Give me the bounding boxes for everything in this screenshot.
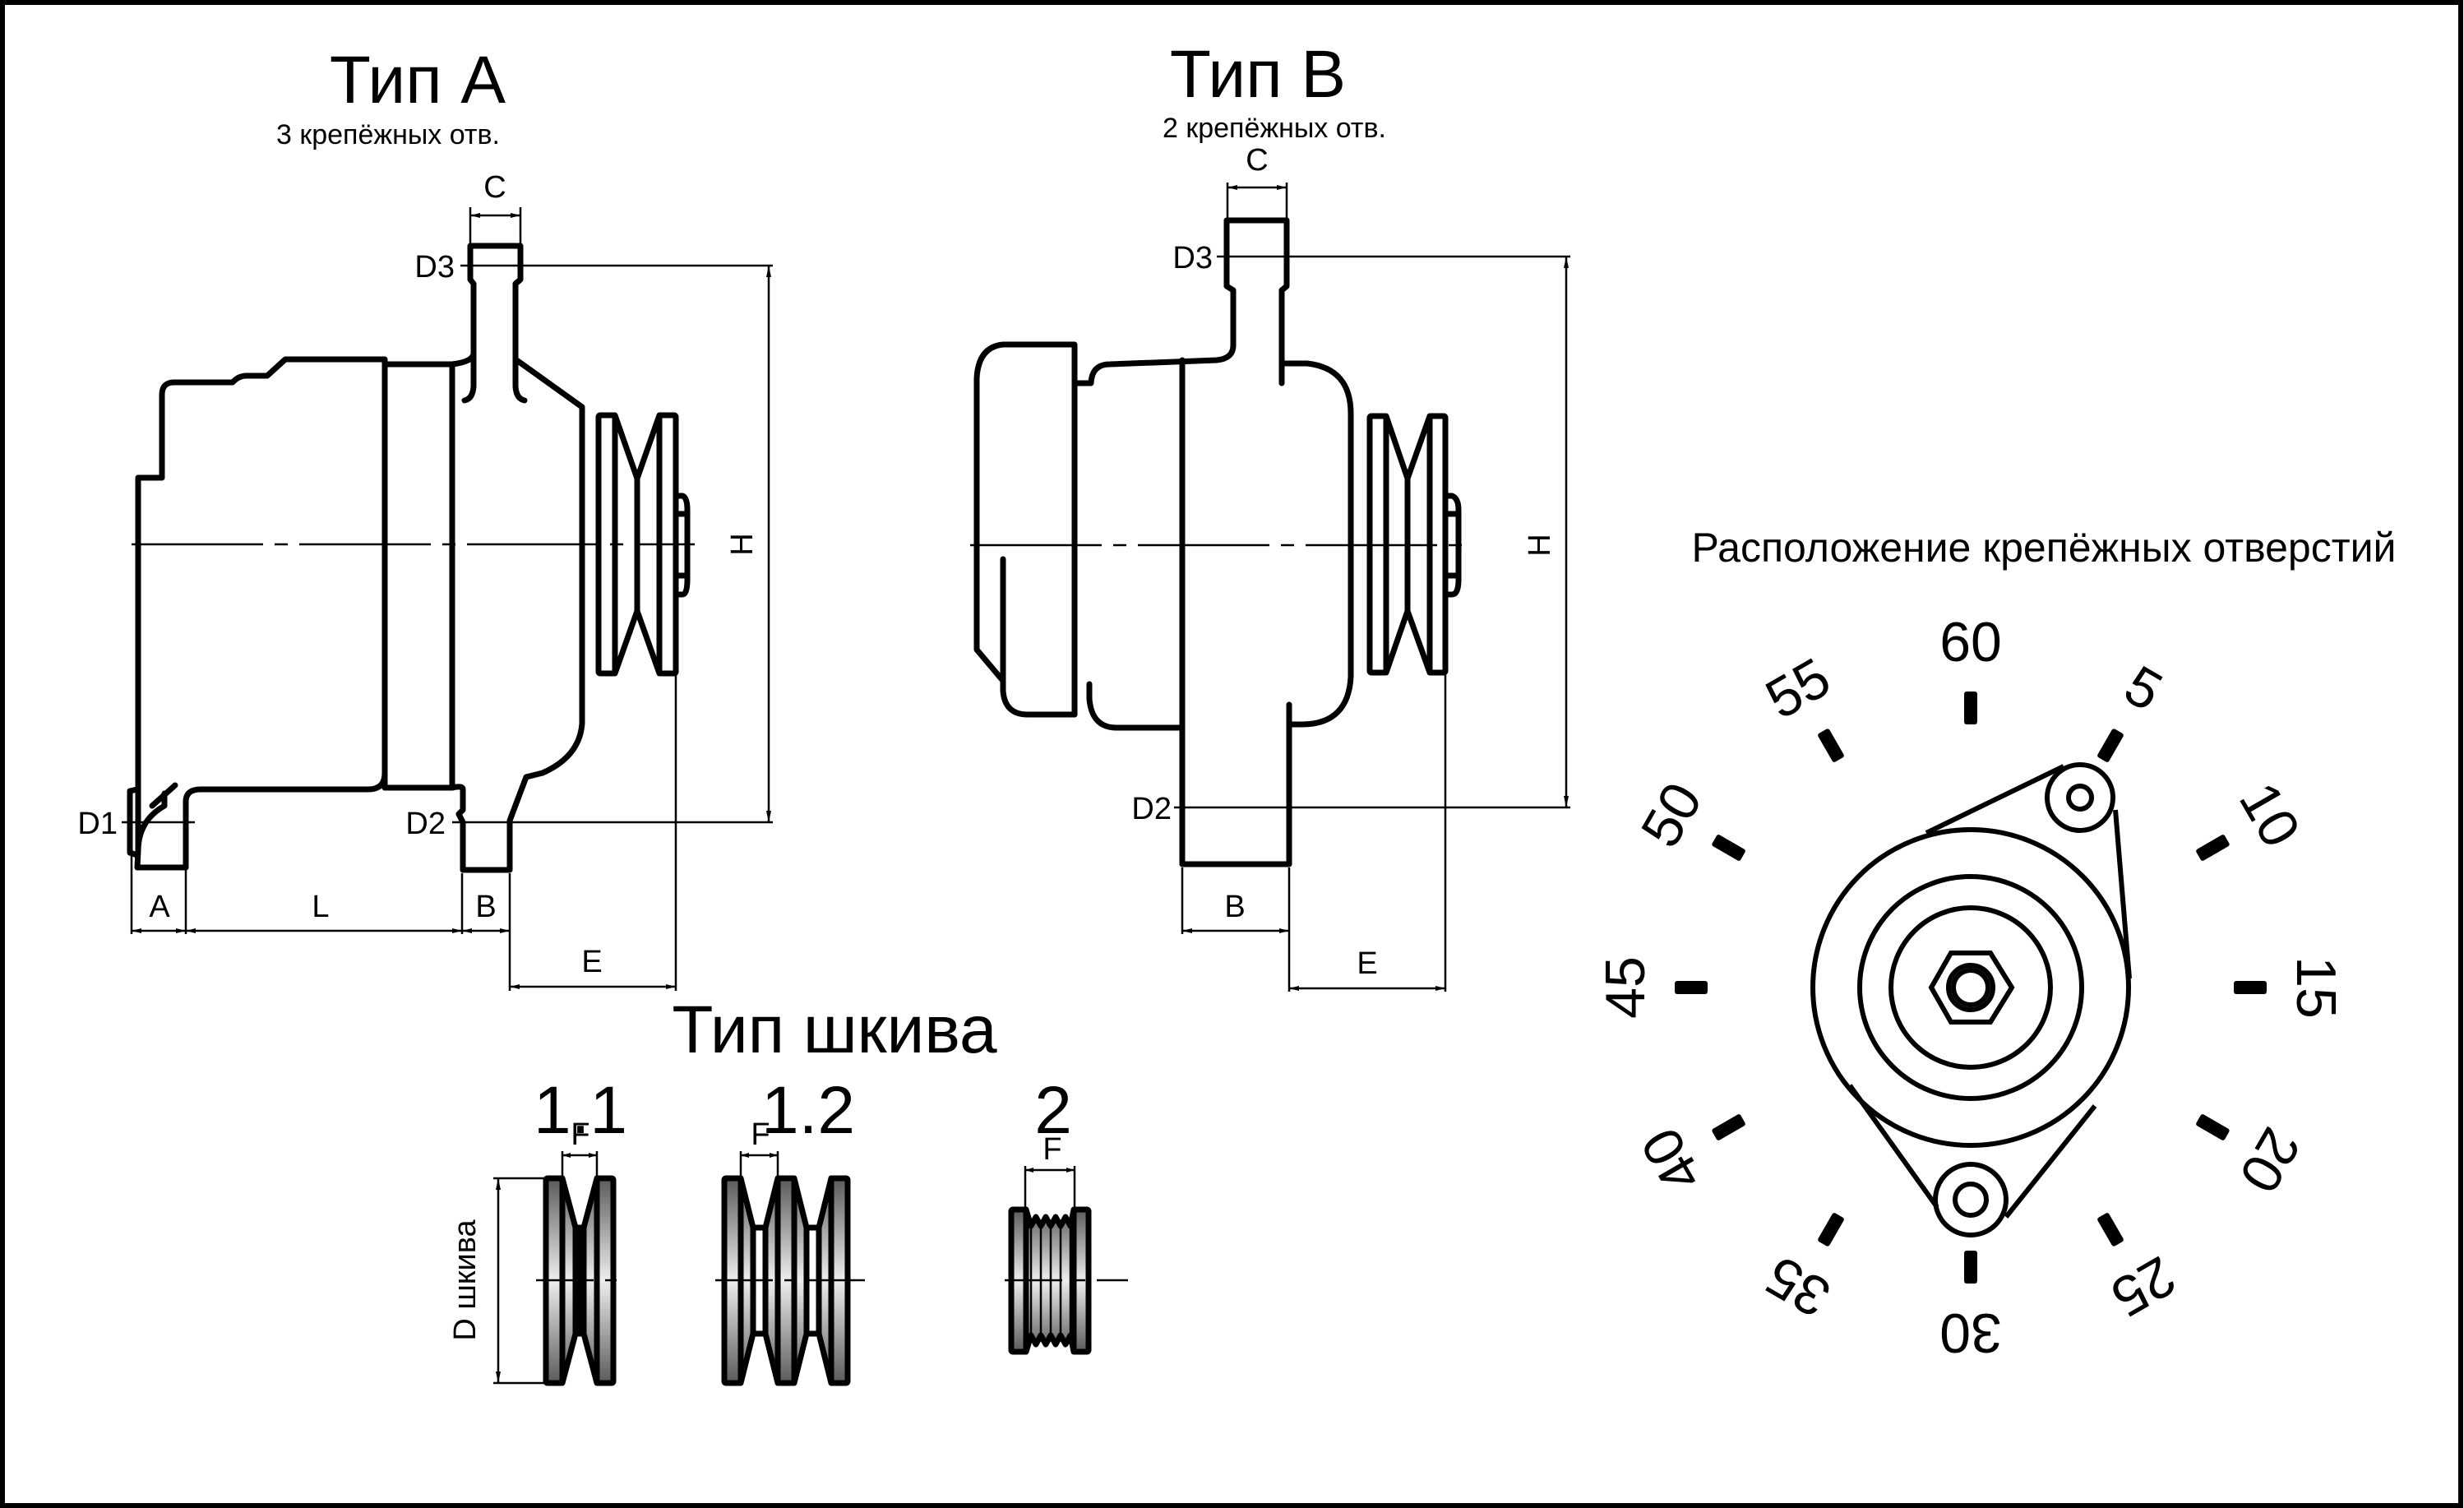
position-tick-60 [1964,692,1977,724]
type-a-dim-e: E [510,673,677,991]
pulley-1-2-width-label: F [751,1117,770,1152]
pulley-2-label: 2 [1034,1073,1072,1148]
type-a-dim-d2-label: D2 [405,807,446,841]
type-b-mid-lower [1086,681,1186,731]
type-a-dim-b-label: B [475,890,496,924]
alternator-front-view [1810,762,2132,1237]
pulley-types-title: Тип шкива [672,992,997,1067]
type-b-view: Тип В 2 крепёжных отв. C D3 [970,37,1570,992]
position-label-50: 50 [1629,772,1714,858]
type-b-rear-cap-inner [1000,556,1078,718]
pulley-circle [1888,905,2053,1070]
position-tick-50 [1712,835,1745,861]
type-b-dim-c-label: C [1246,143,1268,178]
type-b-lower-lug [1179,357,1292,867]
shaft-washer [1946,963,1995,1012]
type-b-dim-c: C [1226,143,1288,218]
type-b-dim-h-label: H [1523,534,1557,556]
type-a-dim-h: H [725,266,771,822]
type-a-dims-bottom: A L B [130,855,511,991]
type-b-title: Тип В [1170,37,1346,112]
pulley-1-1-width-label: F [571,1117,589,1152]
mounting-hole-bottom [1933,1162,2009,1237]
position-tick-15 [2234,981,2267,994]
middle-housing-circle [1857,874,2084,1101]
type-a-title: Тип А [330,43,506,118]
pulley-1-2-label: 1.2 [761,1073,855,1148]
position-tick-20 [2196,1114,2230,1140]
type-a-dim-c: C [469,170,522,243]
position-label-55: 55 [1755,645,1841,731]
mounting-bracket-outline [1847,764,2132,1219]
type-b-mid-housing [1071,217,1290,386]
pulley-1-1: F [536,1117,625,1386]
position-label-35: 35 [1755,1244,1841,1330]
pulley-types-section: Тип шкива 1.1 1.2 2 D шкива F [448,992,1128,1386]
type-b-dim-d3-label: D3 [1172,241,1213,275]
position-tick-40 [1712,1114,1745,1140]
type-a-dim-l-label: L [312,890,329,924]
type-a-dim-a-label: A [149,890,170,924]
position-tick-5 [2097,729,2124,762]
pulley-2-width-label: F [1042,1132,1061,1167]
mounting-hole-top [2045,762,2115,833]
position-label-60: 60 [1939,611,2002,673]
position-tick-10 [2196,835,2230,861]
type-b-dim-d2-label: D2 [1131,792,1172,826]
type-b-dim-e-label: E [1357,946,1377,981]
mounting-title: Расположение крепёжных отверстий [1691,525,2396,571]
type-b-dim-h: H [1523,257,1569,807]
pulley-diameter-dim: D шкива [448,1177,546,1385]
type-b-dim-e: E [1289,673,1447,992]
pulley-1-1-label: 1.1 [534,1073,627,1148]
type-a-dim-e-label: E [581,945,602,979]
type-a-stator [381,361,455,791]
pulley-diameter-label: D шкива [448,1219,483,1341]
type-b-dim-b: B [1181,867,1291,992]
position-tick-45 [1675,981,1708,994]
pulley-2: F [1005,1132,1128,1355]
position-label-45: 45 [1594,956,1657,1019]
position-label-10: 10 [2227,772,2313,858]
type-a-dim-c-label: C [483,170,506,205]
position-tick-55 [1818,729,1844,762]
position-label-15: 15 [2285,956,2347,1019]
position-label-25: 25 [2101,1244,2186,1330]
type-a-dim-h-label: H [725,533,760,555]
mounting-section: Расположение крепёжных отверстий 60 5 10 15… [1594,525,2397,1364]
position-tick-30 [1964,1251,1977,1284]
type-b-dim-b-label: B [1224,890,1245,924]
type-a-dim-d3-label: D3 [414,250,455,284]
position-label-40: 40 [1629,1117,1714,1203]
type-b-rear-cap [973,341,1078,718]
type-a-dim-d1-label: D1 [77,807,118,841]
type-b-subtitle: 2 крепёжных отв. [1163,113,1386,144]
type-a-rear-foot [134,770,388,871]
hex-nut-icon [1928,951,2015,1025]
position-label-5: 5 [2115,654,2173,724]
type-a-subtitle: 3 крепёжных отв. [276,119,500,150]
pulley-1-2: F [715,1117,869,1386]
type-a-rear-housing [135,356,388,854]
mounting-dial: 60 5 10 15 20 25 30 35 40 45 50 55 [1594,611,2347,1364]
type-a-view: Тип А 3 крепёжных отв. C [77,43,773,991]
position-label-20: 20 [2227,1117,2313,1203]
type-a-top-lug [449,243,528,404]
position-tick-35 [1818,1213,1844,1247]
position-label-30: 30 [1939,1302,2002,1364]
type-a-front-housing [449,356,585,873]
position-tick-25 [2097,1213,2124,1247]
outer-housing-circle [1810,827,2131,1148]
type-b-front-housing [1278,360,1354,728]
